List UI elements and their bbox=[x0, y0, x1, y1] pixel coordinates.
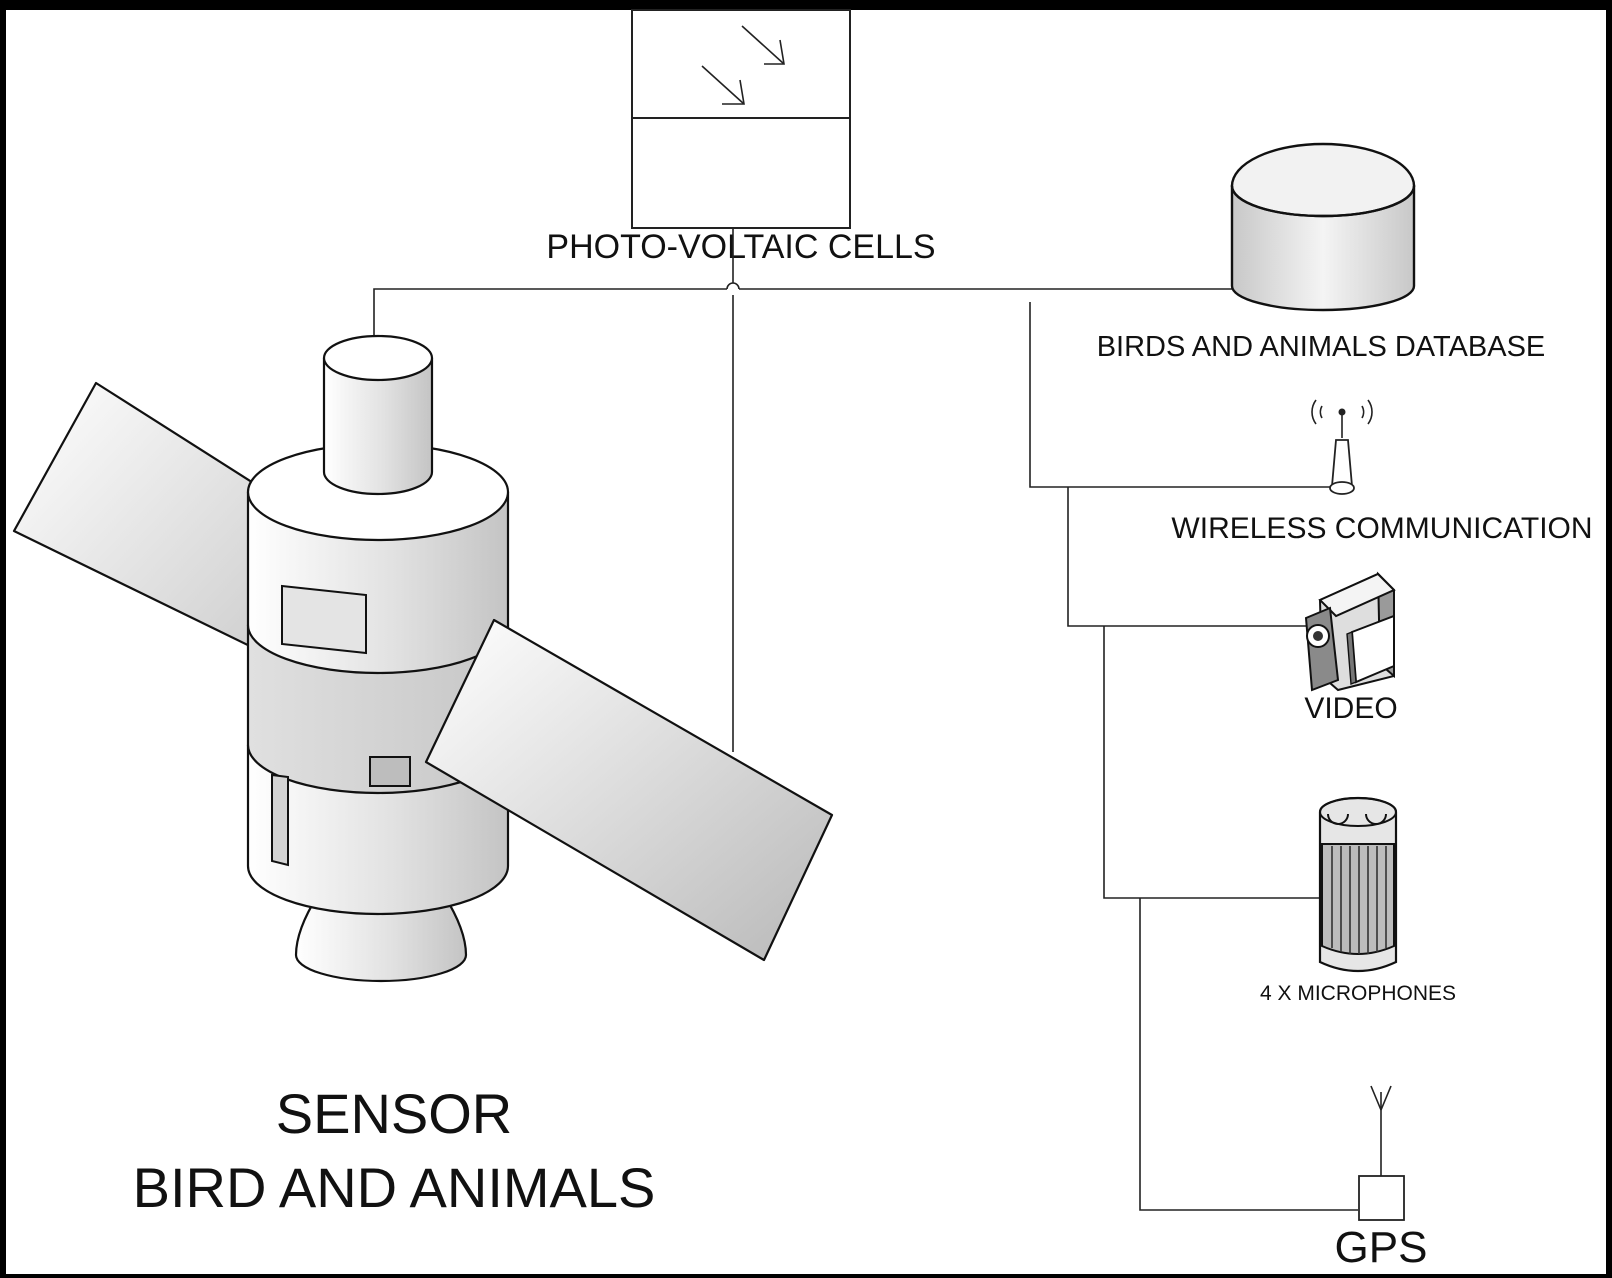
gps-antenna-icon bbox=[1358, 1085, 1405, 1221]
antenna-tower-icon bbox=[1311, 399, 1373, 495]
database-label: BIRDS AND ANIMALS DATABASE bbox=[1097, 331, 1546, 363]
photovoltaic-panel-icon bbox=[631, 9, 851, 229]
gps-label: GPS bbox=[1335, 1223, 1428, 1272]
video-label: VIDEO bbox=[1304, 692, 1397, 725]
satellite-sensor-icon bbox=[12, 334, 834, 983]
connection-wires bbox=[373, 228, 1358, 1211]
video-camera-icon bbox=[1304, 571, 1396, 692]
microphone-array-icon bbox=[1318, 796, 1398, 973]
sensor-title-line2: BIRD AND ANIMALS bbox=[133, 1156, 656, 1219]
microphones-label: 4 X MICROPHONES bbox=[1260, 982, 1456, 1005]
photovoltaic-label: PHOTO-VOLTAIC CELLS bbox=[546, 228, 935, 266]
sensor-title-line1: SENSOR bbox=[276, 1082, 513, 1145]
database-cylinder-icon bbox=[1230, 142, 1416, 312]
wireless-label: WIRELESS COMMUNICATION bbox=[1171, 512, 1592, 545]
